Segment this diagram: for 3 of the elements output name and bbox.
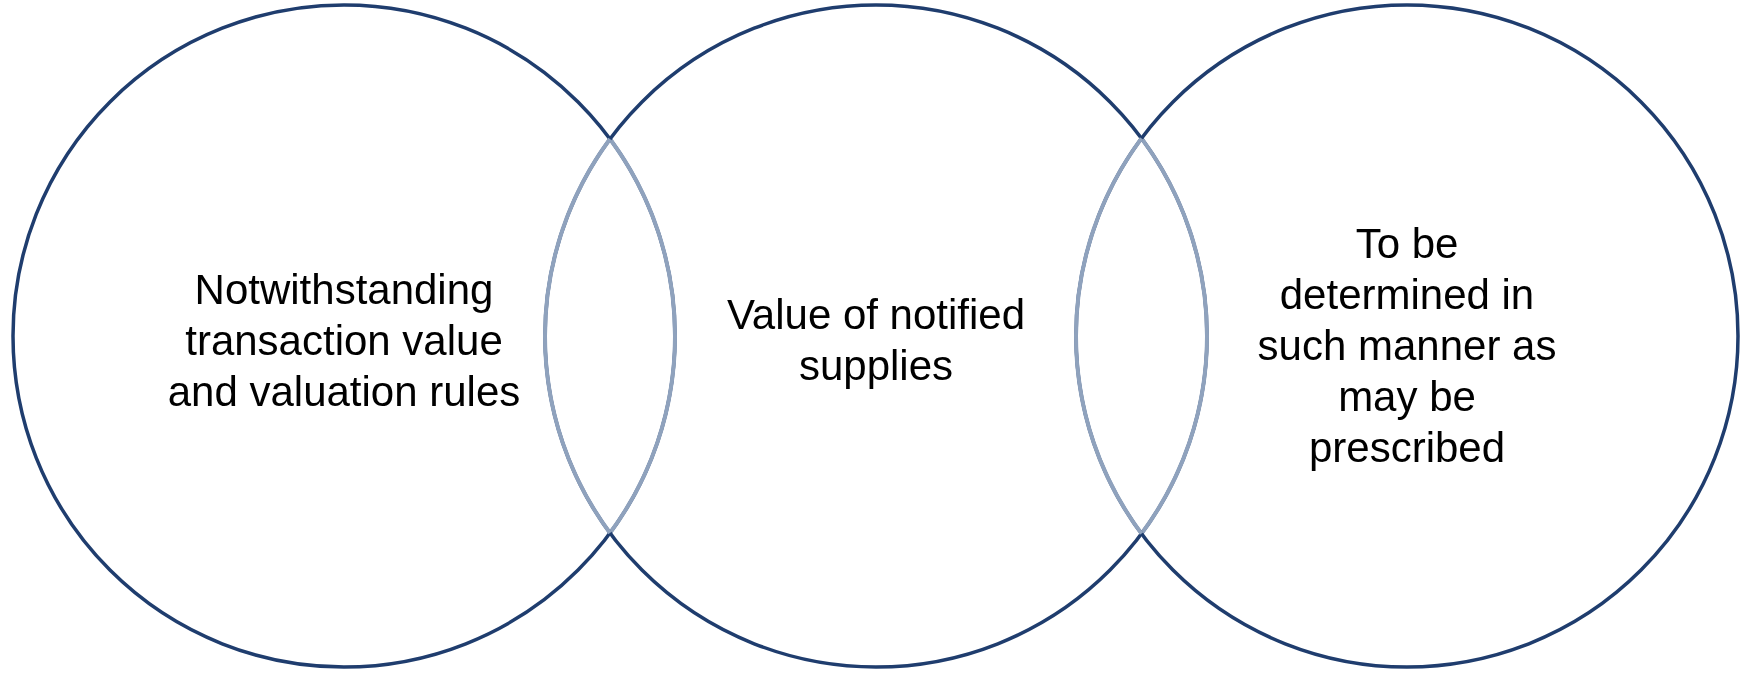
circle-label: Value of notified supplies	[725, 290, 1027, 391]
circle-label: To be determined in such manner as may be prescribed	[1256, 218, 1558, 473]
circle-label: Notwithstanding transaction value and valuation rules	[166, 264, 522, 417]
